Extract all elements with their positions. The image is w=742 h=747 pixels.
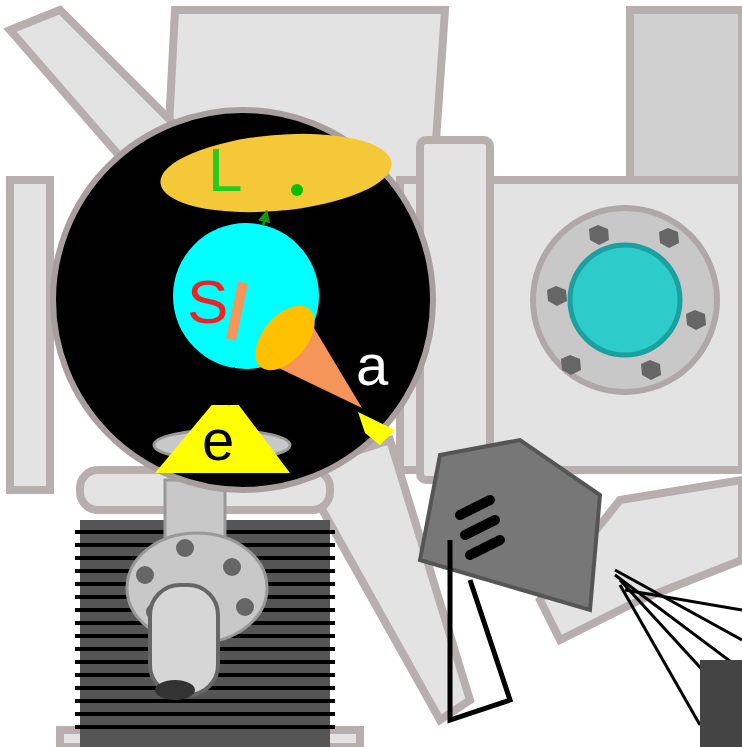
part-label: a [356, 336, 388, 394]
beam-arrow [263, 211, 266, 225]
beam-arrow [228, 368, 234, 405]
apparatus-part: e [155, 405, 290, 473]
part-outline [160, 135, 392, 211]
part-letter: L [208, 139, 242, 201]
part-letter: e [202, 411, 234, 469]
apparatus-part: L [160, 135, 392, 211]
part-letter: S [187, 271, 228, 333]
